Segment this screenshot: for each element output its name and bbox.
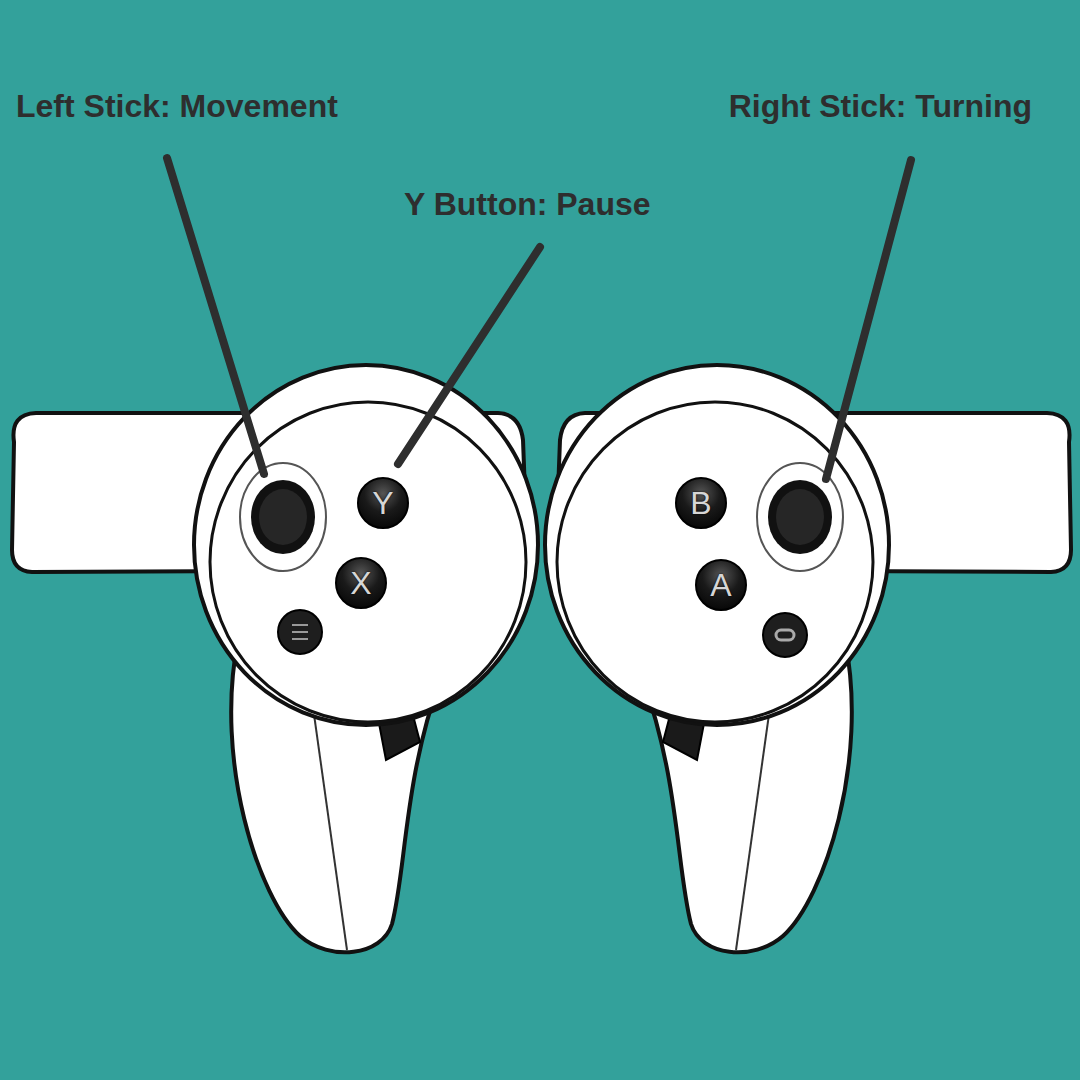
face-button: X (335, 557, 387, 609)
left-controller (12, 365, 538, 952)
right-controller (545, 365, 1071, 952)
leader-line (167, 158, 264, 474)
face-button: Y (357, 477, 409, 529)
menu-button (278, 610, 322, 654)
callout-label: Left Stick: Movement (16, 87, 338, 125)
face-button: B (675, 477, 727, 529)
button-letter: A (710, 569, 731, 601)
face-button: A (695, 559, 747, 611)
button-letter: Y (372, 487, 393, 519)
leader-line (398, 247, 540, 464)
button-letter: X (350, 567, 371, 599)
oculus-button (763, 613, 807, 657)
button-letter: B (690, 487, 711, 519)
callout-label: Right Stick: Turning (729, 87, 1032, 125)
callout-label: Y Button: Pause (404, 185, 651, 223)
leader-line (826, 160, 911, 479)
